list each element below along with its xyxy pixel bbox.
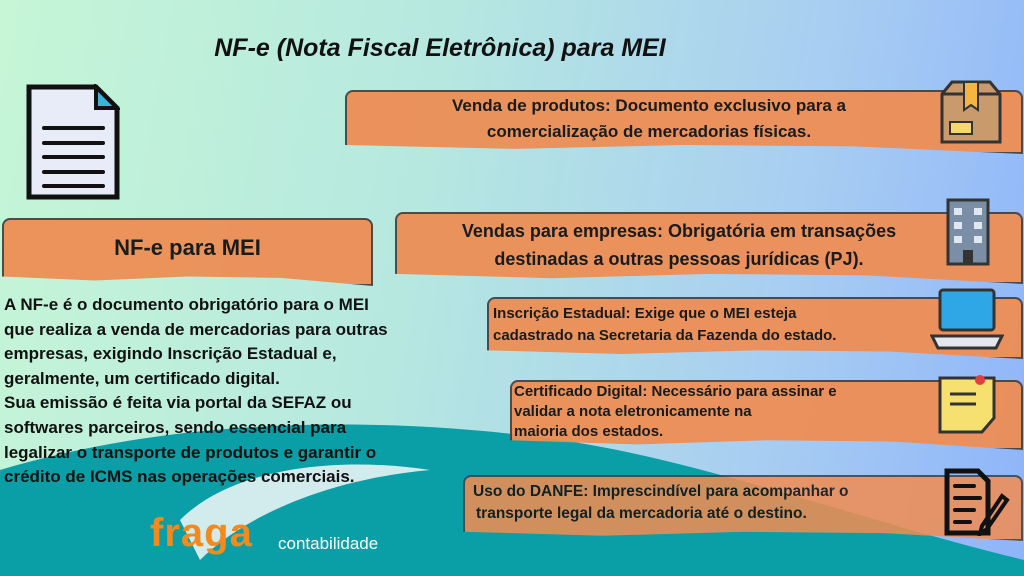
paragraph-line: geralmente, um certificado digital. xyxy=(4,368,280,388)
item-text: maioria dos estados. xyxy=(514,423,664,440)
sticky-note-icon xyxy=(938,375,996,434)
item-banner-vendas-empresas: Vendas para empresas: Obrigatória em tra… xyxy=(395,212,1023,284)
paragraph-line: crédito de ICMS nas operações comerciais… xyxy=(4,467,355,487)
heading-banner: NF-e para MEI xyxy=(2,218,373,286)
building-icon xyxy=(946,198,990,266)
item-text: Inscrição Estadual: Exige que o MEI este… xyxy=(493,305,797,322)
item-text: comercialização de mercadorias físicas. xyxy=(486,122,812,141)
description-paragraph: A NF-e é o documento obrigatório para o … xyxy=(4,293,460,490)
item-text: transporte legal da mercadoria até o des… xyxy=(476,505,807,522)
page-title: NF-e (Nota Fiscal Eletrônica) para MEI xyxy=(214,34,666,62)
logo-brand: fraga xyxy=(150,511,253,555)
item-text: destinadas a outras pessoas jurídicas (P… xyxy=(494,249,864,269)
laptop-icon xyxy=(930,288,1004,350)
fraga-logo: fraga contabilidade xyxy=(150,510,440,570)
item-banner-inscricao-estadual: Inscrição Estadual: Exige que o MEI este… xyxy=(487,297,1023,359)
paragraph-line: empresas, exigindo Inscrição Estadual e, xyxy=(4,344,337,364)
item-text: validar a nota eletronicamente na xyxy=(514,403,752,420)
document-icon xyxy=(26,84,120,200)
item-banner-danfe: Uso do DANFE: Imprescindível para acompa… xyxy=(463,475,1023,541)
section-heading: NF-e para MEI xyxy=(114,235,261,260)
paragraph-line: A NF-e é o documento obrigatório para o … xyxy=(4,295,369,314)
item-text: Vendas para empresas: Obrigatória em tra… xyxy=(461,221,897,241)
item-text: cadastrado na Secretaria da Fazenda do e… xyxy=(493,327,837,344)
paragraph-line: que realiza a venda de mercadorias para … xyxy=(4,319,388,339)
package-icon xyxy=(940,80,1002,144)
item-text: Venda de produtos: Documento exclusivo p… xyxy=(452,96,846,115)
paragraph-line: Sua emissão é feita via portal da SEFAZ … xyxy=(4,393,352,413)
item-banner-venda-produtos: Venda de produtos: Documento exclusivo p… xyxy=(345,90,1023,154)
paragraph-line: legalizar o transporte de produtos e gar… xyxy=(4,442,377,462)
document-pen-icon xyxy=(944,468,1010,536)
item-text: Certificado Digital: Necessário para ass… xyxy=(514,383,837,400)
paragraph-line: softwares parceiros, sendo essencial par… xyxy=(4,417,347,437)
item-text: Uso do DANFE: Imprescindível para acompa… xyxy=(473,483,849,500)
logo-sub: contabilidade xyxy=(278,534,379,553)
